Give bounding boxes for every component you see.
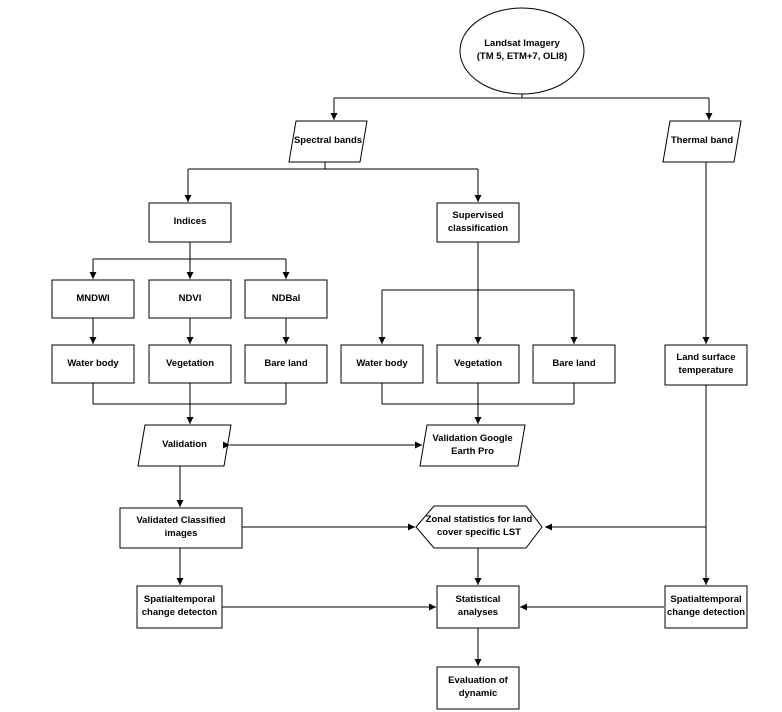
landsat-label: Landsat Imagery (TM 5, ETM+7, OLI8) [476, 38, 568, 62]
vegetation-right-label: Vegetation [453, 357, 503, 369]
spectral-parallelogram [288, 120, 368, 163]
bare-land-right-label: Bare land [552, 357, 596, 369]
validation-google-earth-label: Validation Google Earth Pro [432, 432, 513, 457]
validation-parallelogram [137, 424, 232, 467]
validated-box [119, 507, 243, 549]
ndbal-box [244, 279, 328, 319]
bare-land-left-label: Bare land [264, 357, 308, 369]
ndvi-box [148, 279, 232, 319]
zonal-statistics-label: Zonal statistics for land cover specific… [425, 514, 533, 538]
spatiotemporal-left-label: Spatialtemporal change detecton [141, 594, 218, 618]
water-body-left-label: Water body [67, 357, 119, 369]
supervised-classification-label: Supervised classification [447, 209, 509, 234]
validated-classified-label: Validated Classified images [136, 515, 226, 539]
validation-label: Validation [162, 439, 207, 451]
mndwi-box [51, 279, 135, 319]
vegetation-left-label: Vegetation [165, 357, 215, 369]
bare-left-box [244, 344, 328, 384]
spectral-bands-label: Spectral bands [293, 135, 363, 147]
statistical-analyses-label: Statistical analyses [455, 594, 501, 618]
zonal-hexagon [415, 505, 543, 549]
indices-label: Indices [173, 216, 207, 228]
statistical-box [436, 585, 520, 629]
spatiotemporal-right-label: Spatialtemporal change detection [666, 594, 746, 618]
thermal-parallelogram [662, 120, 742, 163]
thermal-band-label: Thermal band [670, 135, 734, 147]
water-right-box [340, 344, 424, 384]
spatio-right-box [664, 585, 748, 629]
spatio-left-box [136, 585, 223, 629]
supervised-box [436, 202, 520, 243]
evaluation-box [436, 666, 520, 710]
validation-google-parallelogram [419, 424, 526, 467]
veg-left-box [148, 344, 232, 384]
mndwi-label: MNDWI [76, 292, 110, 304]
ndbal-label: NDBal [271, 292, 301, 304]
water-left-box [51, 344, 135, 384]
land-surface-temperature-label: Land surface temperature [676, 352, 736, 376]
water-body-right-label: Water body [356, 357, 408, 369]
ndvi-label: NDVI [178, 292, 202, 304]
evaluation-of-dynamic-label: Evaluation of dynamic [448, 675, 508, 699]
veg-right-box [436, 344, 520, 384]
bare-right-box [532, 344, 616, 384]
